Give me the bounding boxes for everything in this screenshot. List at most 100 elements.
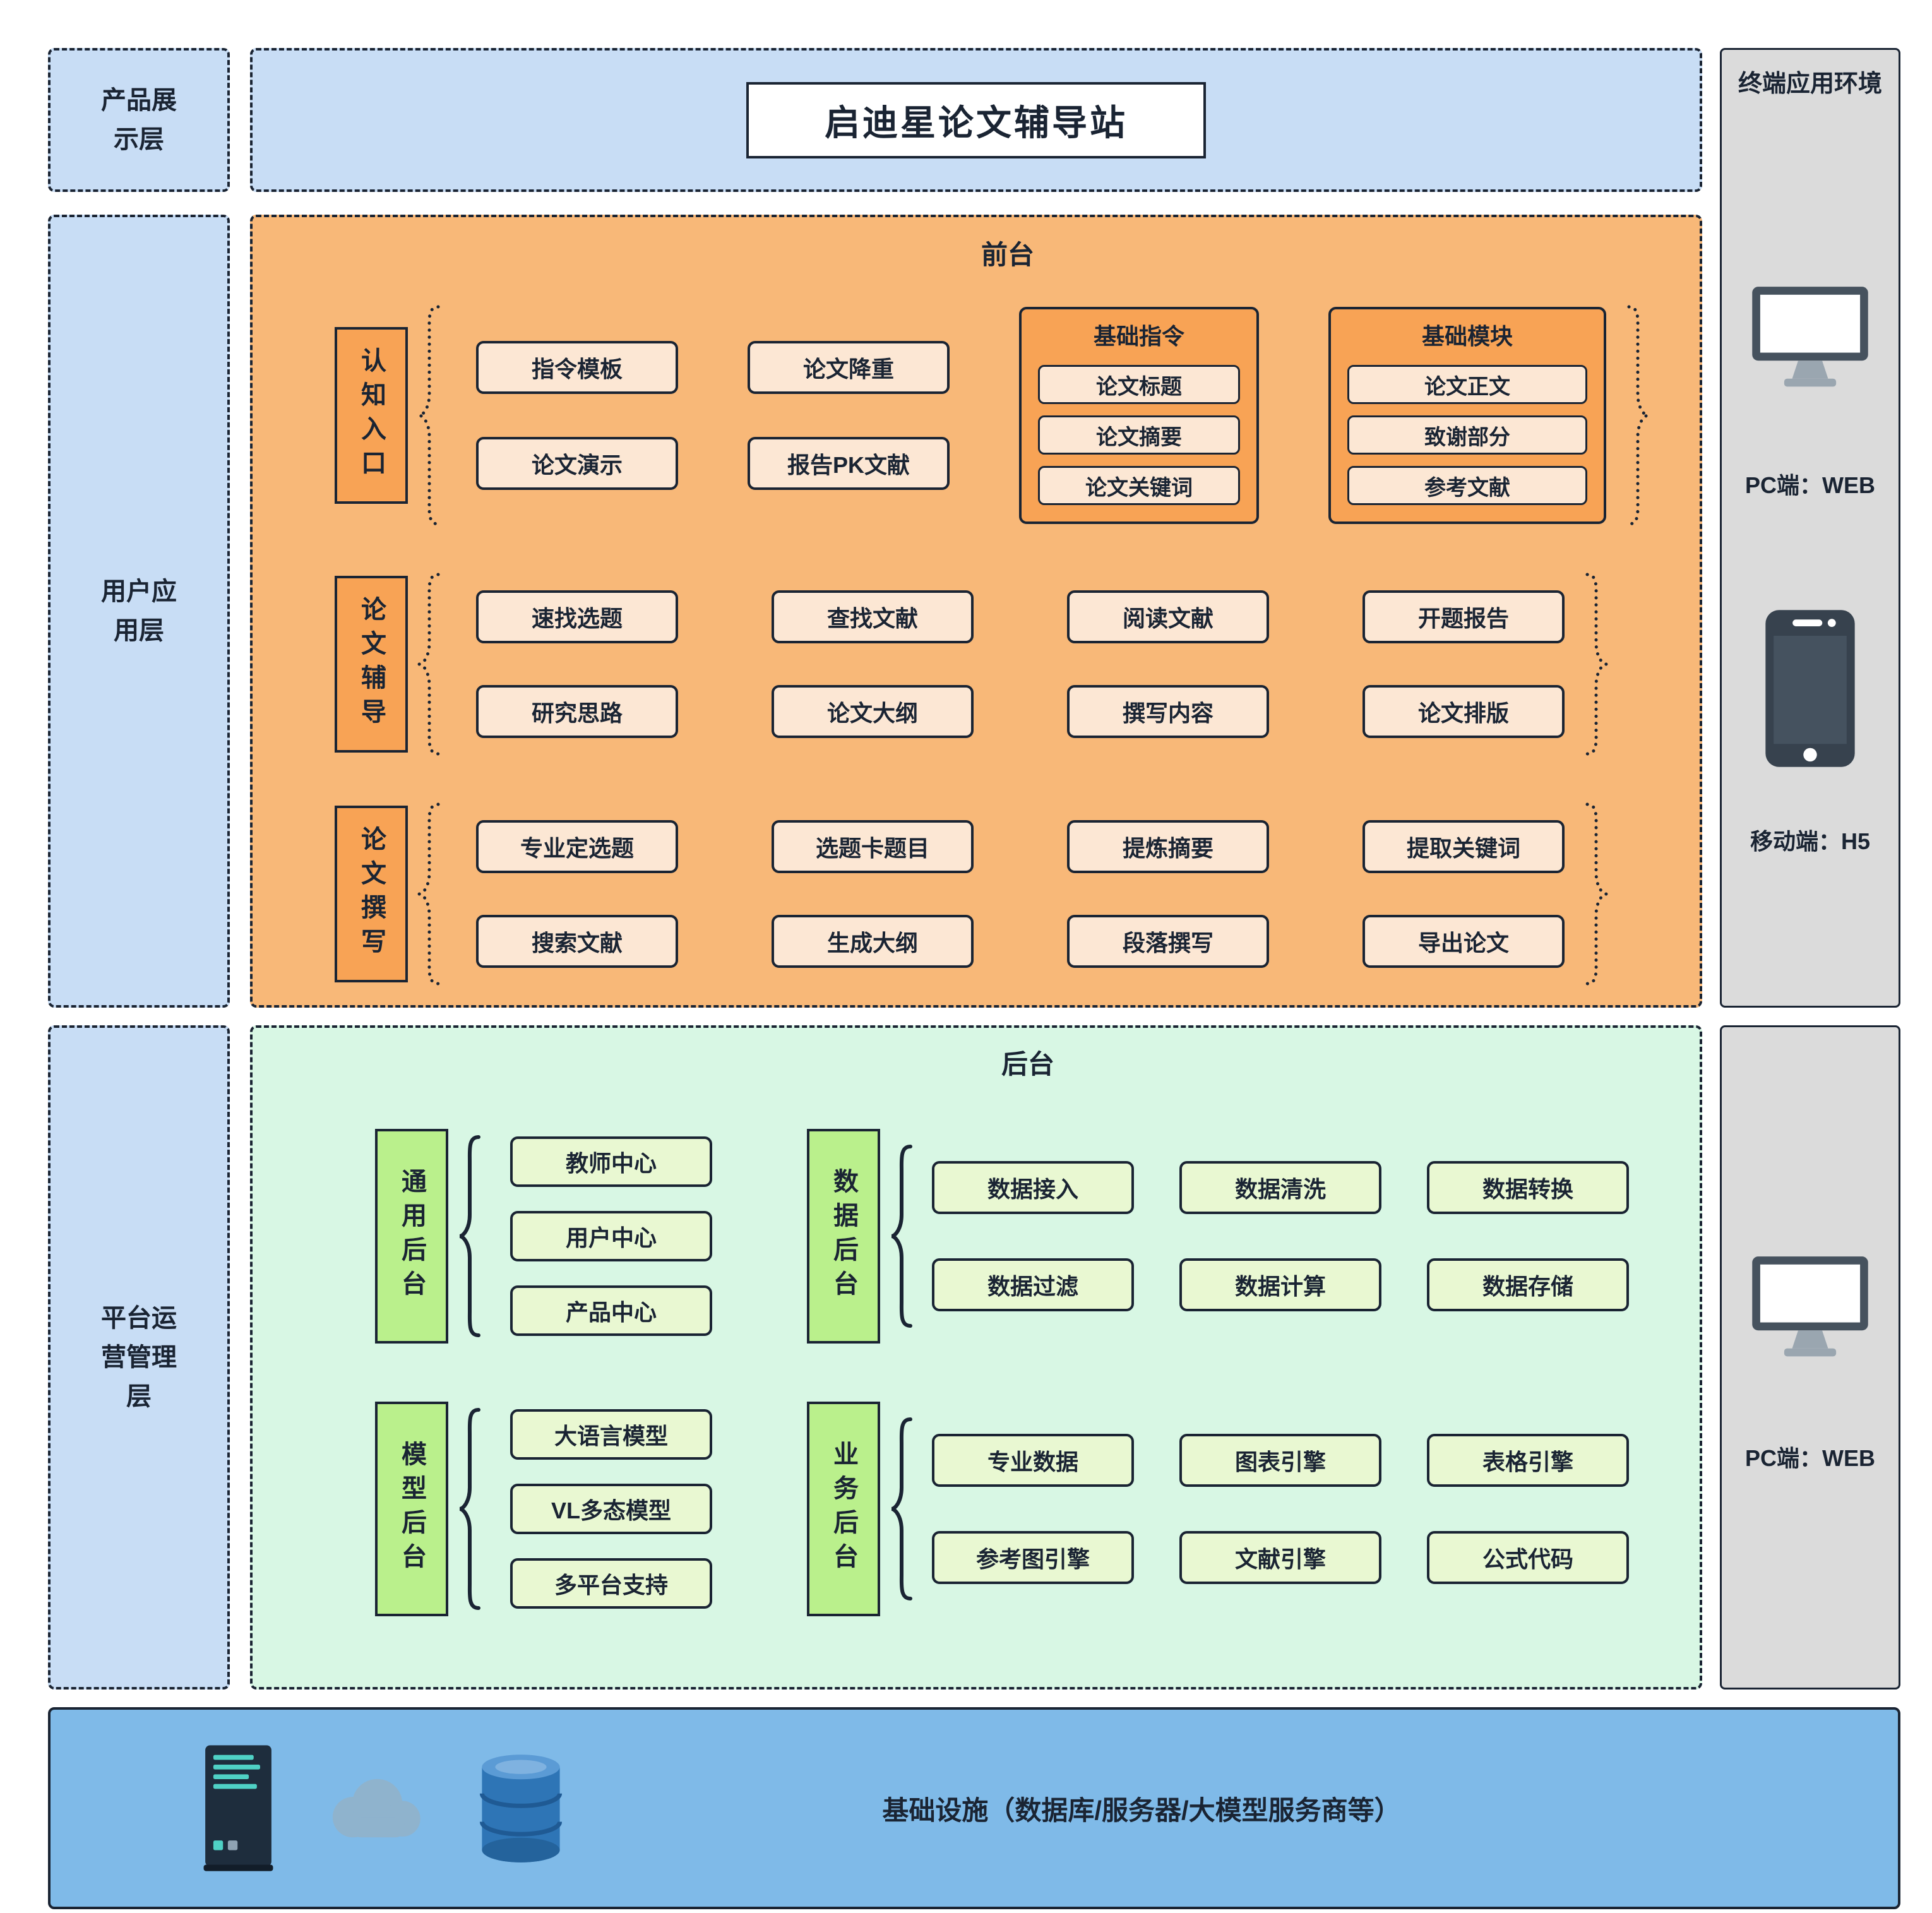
layer-platform-ops: 平台运营管理层 — [48, 1025, 230, 1690]
group-item: 论文正文 — [1347, 365, 1587, 404]
frontend-item: 报告PK文献 — [748, 437, 950, 490]
layer-platform-ops-label: 平台运营管理层 — [101, 1304, 177, 1410]
pc-web-label: PC端：WEB — [1745, 1445, 1875, 1471]
frontend-row2-items: 速找选题 研究思路 查找文献 论文大纲 阅读文献 撰写内容 开题报告 论文排版 — [476, 590, 1565, 738]
left-brace-dotted-icon — [419, 305, 440, 526]
backend-item: 用户中心 — [510, 1211, 712, 1261]
frontend-row-writing: 论文撰写 专业定选题 搜索文献 选题卡题目 生成大纲 提炼摘要 段落撰写 — [335, 799, 1681, 989]
frontend-item: 搜索文献 — [476, 915, 678, 968]
cloud-icon — [332, 1779, 420, 1838]
frontend-item: 指令模板 — [476, 341, 678, 394]
infrastructure-label: 基础设施（数据库/服务器/大模型服务商等） — [882, 1795, 1401, 1825]
backend-item: 文献引擎 — [1179, 1531, 1381, 1584]
category-model-backend: 模型后台 — [375, 1402, 448, 1616]
server-icon — [203, 1745, 273, 1871]
group-item: 论文标题 — [1038, 365, 1240, 404]
backend-item: 公式代码 — [1427, 1531, 1629, 1584]
frontend-zone: 前台 认知入口 指令模板 论文演示 论文降重 报告PK文献 基础指令 论文标题 — [250, 215, 1702, 1008]
frontend-item: 开题报告 — [1363, 590, 1565, 643]
left-brace-icon — [891, 1417, 912, 1600]
frontend-column: 提取关键词 导出论文 — [1363, 820, 1565, 968]
backend-item: 多平台支持 — [510, 1558, 712, 1609]
cluster-general-backend: 通用后台 教师中心 用户中心 产品中心 — [375, 1129, 712, 1344]
frontend-item: 速找选题 — [476, 590, 678, 643]
backend-item: 表格引擎 — [1427, 1434, 1629, 1487]
group-item: 参考文献 — [1347, 466, 1587, 505]
category-business-backend: 业务后台 — [807, 1402, 880, 1616]
backend-item: 图表引擎 — [1179, 1434, 1381, 1487]
layer-user-application-label: 用户应用层 — [101, 578, 177, 645]
frontend-row1-items: 指令模板 论文演示 论文降重 报告PK文献 基础指令 论文标题 论文摘要 论文关… — [476, 307, 1606, 524]
frontend-item: 论文大纲 — [772, 685, 974, 738]
category-cognition-entry: 认知入口 — [335, 327, 408, 504]
backend-item: 数据过滤 — [932, 1258, 1134, 1311]
category-paper-writing: 论文撰写 — [335, 806, 408, 982]
frontend-item: 导出论文 — [1363, 915, 1565, 968]
monitor-icon — [1752, 1256, 1868, 1357]
group-item: 致谢部分 — [1347, 415, 1587, 455]
infrastructure-bar: 基础设施（数据库/服务器/大模型服务商等） — [48, 1707, 1900, 1909]
frontend-column: 论文降重 报告PK文献 — [748, 341, 950, 490]
backend-item: VL多态模型 — [510, 1484, 712, 1534]
terminal-environment-panel: 终端应用环境 PC端：WEB 移动端：H5 — [1720, 48, 1900, 1008]
frontend-item: 生成大纲 — [772, 915, 974, 968]
frontend-item: 查找文献 — [772, 590, 974, 643]
backend-item: 数据清洗 — [1179, 1161, 1381, 1214]
right-brace-dotted-icon — [1627, 305, 1649, 526]
backend-column: 教师中心 用户中心 产品中心 — [510, 1136, 712, 1336]
frontend-column: 速找选题 研究思路 — [476, 590, 678, 738]
frontend-column: 选题卡题目 生成大纲 — [772, 820, 974, 968]
backend-column: 大语言模型 VL多态模型 多平台支持 — [510, 1409, 712, 1609]
cluster-business-backend: 业务后台 专业数据 图表引擎 表格引擎 参考图引擎 文献引擎 公式代码 — [807, 1402, 1629, 1616]
group-item: 论文关键词 — [1038, 466, 1240, 505]
frontend-column: 开题报告 论文排版 — [1363, 590, 1565, 738]
category-data-backend: 数据后台 — [807, 1129, 880, 1344]
frontend-item: 专业定选题 — [476, 820, 678, 873]
backend-item: 产品中心 — [510, 1285, 712, 1336]
frontend-item: 选题卡题目 — [772, 820, 974, 873]
right-brace-dotted-icon — [1585, 802, 1607, 986]
frontend-item: 段落撰写 — [1067, 915, 1269, 968]
frontend-row-cognition: 认知入口 指令模板 论文演示 论文降重 报告PK文献 基础指令 论文标题 论文摘… — [335, 302, 1681, 529]
ops-terminal-panel: PC端：WEB — [1720, 1025, 1900, 1690]
layer-product-display: 产品展示层 — [48, 48, 230, 192]
frontend-column: 专业定选题 搜索文献 — [476, 820, 678, 968]
backend-grid: 数据接入 数据清洗 数据转换 数据过滤 数据计算 数据存储 — [932, 1161, 1629, 1311]
group-basic-instructions: 基础指令 论文标题 论文摘要 论文关键词 — [1019, 307, 1259, 524]
right-brace-dotted-icon — [1585, 573, 1607, 756]
infrastructure-icons — [202, 1736, 565, 1881]
frontend-item: 撰写内容 — [1067, 685, 1269, 738]
mobile-h5-label: 移动端：H5 — [1750, 828, 1871, 854]
layer-user-application: 用户应用层 — [48, 215, 230, 1008]
layer-product-display-label: 产品展示层 — [101, 86, 177, 153]
category-general-backend: 通用后台 — [375, 1129, 448, 1344]
backend-item: 参考图引擎 — [932, 1531, 1134, 1584]
frontend-row-tutoring: 论文辅导 速找选题 研究思路 查找文献 论文大纲 阅读文献 撰写内容 开题 — [335, 569, 1681, 759]
frontend-item: 论文演示 — [476, 437, 678, 490]
group-item: 论文摘要 — [1038, 415, 1240, 455]
left-brace-icon — [459, 1135, 480, 1337]
terminal-environment-title: 终端应用环境 — [1738, 71, 1882, 97]
database-icon — [479, 1754, 563, 1862]
smartphone-icon — [1765, 610, 1855, 767]
backend-item: 数据存储 — [1427, 1258, 1629, 1311]
cluster-data-backend: 数据后台 数据接入 数据清洗 数据转换 数据过滤 数据计算 数据存储 — [807, 1129, 1629, 1344]
frontend-item: 阅读文献 — [1067, 590, 1269, 643]
frontend-item: 论文降重 — [748, 341, 950, 394]
frontend-column: 指令模板 论文演示 — [476, 341, 678, 490]
left-brace-dotted-icon — [419, 802, 440, 986]
left-brace-icon — [891, 1145, 912, 1328]
backend-row-2: 模型后台 大语言模型 VL多态模型 多平台支持 业务后台 专业数据 图表引擎 — [375, 1402, 1681, 1616]
frontend-column: 提炼摘要 段落撰写 — [1067, 820, 1269, 968]
product-title: 启迪星论文辅导站 — [746, 81, 1206, 158]
frontend-item: 提取关键词 — [1363, 820, 1565, 873]
monitor-icon — [1752, 287, 1868, 387]
category-paper-tutoring: 论文辅导 — [335, 576, 408, 753]
backend-grid: 专业数据 图表引擎 表格引擎 参考图引擎 文献引擎 公式代码 — [932, 1434, 1629, 1584]
pc-web-label: PC端：WEB — [1745, 472, 1875, 498]
backend-item: 教师中心 — [510, 1136, 712, 1187]
frontend-column: 阅读文献 撰写内容 — [1067, 590, 1269, 738]
group-title: 基础指令 — [1093, 323, 1184, 349]
group-title: 基础模块 — [1421, 323, 1513, 349]
